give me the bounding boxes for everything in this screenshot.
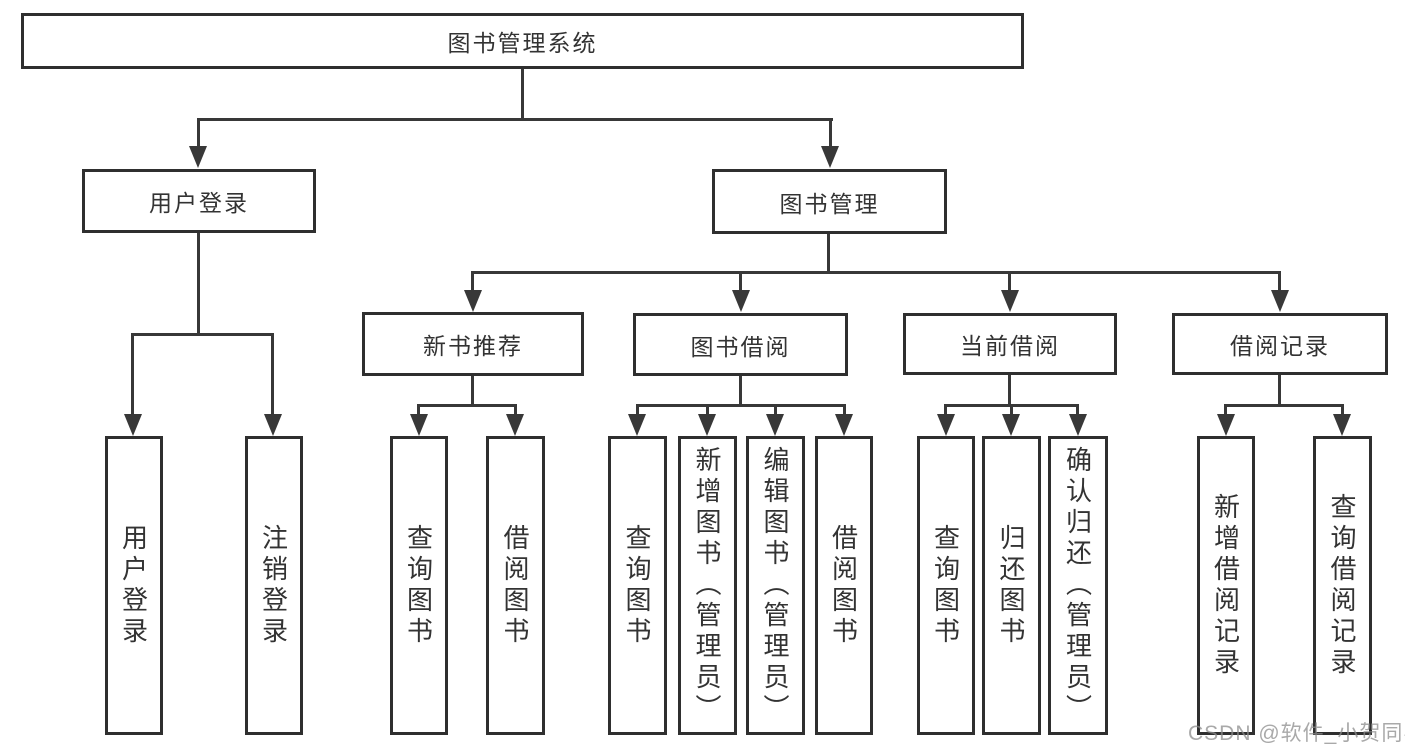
leaf-borrow-books: 借阅图书	[815, 436, 873, 735]
arrowhead-down	[1001, 290, 1019, 312]
node-label: 新书推荐	[423, 333, 523, 359]
connector-drop-leaf	[1076, 404, 1079, 420]
arrowhead-down	[821, 146, 839, 168]
connector-new-book-rec-bus	[417, 404, 517, 407]
leaf-query-borrow-record: 查询借阅记录	[1313, 436, 1372, 735]
leaf-label: 新增图书（管理员）	[692, 446, 722, 725]
leaf-add-borrow-record: 新增借阅记录	[1197, 436, 1255, 735]
connector-borrow-records-stem	[1278, 375, 1281, 407]
connector-user-login-bus	[131, 333, 274, 336]
connector-root-bus	[198, 118, 833, 121]
node-book-borrowing: 图书借阅	[633, 313, 848, 376]
connector-root-stem	[521, 68, 524, 121]
leaf-label: 编辑图书（管理员）	[760, 446, 790, 725]
arrowhead-down	[1333, 414, 1351, 436]
connector-borrow-records-bus	[1224, 404, 1344, 407]
node-new-book-recommend: 新书推荐	[362, 312, 584, 376]
leaf-borrow-books-recommend: 借阅图书	[486, 436, 545, 735]
connector-drop-user-login	[197, 118, 200, 150]
connector-book-borrow-stem	[739, 376, 742, 407]
leaf-query-books-recommend: 查询图书	[390, 436, 448, 735]
node-borrowing-records: 借阅记录	[1172, 313, 1388, 375]
node-label: 用户登录	[149, 190, 249, 216]
leaf-label: 借阅图书	[828, 523, 859, 648]
connector-book-mgmt-stem	[827, 234, 830, 274]
csdn-watermark: CSDN @软件_小贺同学	[1188, 722, 1405, 745]
connector-drop-leaf	[417, 404, 420, 420]
leaf-user-login: 用户登录	[105, 436, 163, 735]
connector-drop-leaf	[1010, 404, 1013, 420]
connector-drop-book-borrow	[739, 271, 742, 295]
arrowhead-down	[628, 414, 646, 436]
connector-drop-leaf	[514, 404, 517, 420]
arrowhead-down	[835, 414, 853, 436]
arrowhead-down	[1271, 290, 1289, 312]
leaf-query-books-borrowing: 查询图书	[608, 436, 667, 735]
connector-drop-leaf	[1224, 404, 1227, 420]
node-label: 图书借阅	[690, 333, 791, 360]
leaf-label: 注销登录	[258, 523, 289, 648]
arrowhead-down	[766, 414, 784, 436]
connector-drop-leaf	[1341, 404, 1344, 420]
node-user-login-branch: 用户登录	[82, 169, 316, 233]
leaf-label: 查询图书	[930, 523, 961, 648]
connector-drop-leaf	[843, 404, 846, 420]
leaf-confirm-return-admin: 确认归还（管理员）	[1048, 436, 1108, 735]
arrowhead-down	[1217, 414, 1235, 436]
node-label: 图书管理	[779, 190, 880, 217]
arrowhead-down	[506, 414, 524, 436]
connector-book-borrow-bus	[636, 404, 846, 407]
leaf-label: 查询图书	[403, 523, 434, 648]
leaf-label: 查询借阅记录	[1327, 492, 1357, 679]
arrowhead-down	[264, 414, 282, 436]
leaf-logout: 注销登录	[245, 436, 303, 735]
leaf-edit-book-admin: 编辑图书（管理员）	[746, 436, 805, 735]
connector-drop-leaf	[706, 404, 709, 420]
node-book-management-branch: 图书管理	[712, 169, 947, 234]
connector-drop-new-book-rec	[471, 271, 474, 295]
connector-drop-leaf	[944, 404, 947, 420]
connector-drop-borrow-records	[1278, 271, 1281, 295]
arrowhead-down	[464, 290, 482, 312]
connector-new-book-rec-stem	[471, 375, 474, 407]
leaf-label: 确认归还（管理员）	[1062, 446, 1093, 725]
connector-user-login-stem	[197, 233, 200, 336]
arrowhead-down	[937, 414, 955, 436]
arrowhead-down	[124, 414, 142, 436]
arrowhead-down	[1002, 414, 1020, 436]
node-label: 当前借阅	[960, 333, 1060, 359]
leaf-return-book: 归还图书	[982, 436, 1041, 735]
node-label: 借阅记录	[1230, 333, 1330, 359]
arrowhead-down	[698, 414, 716, 436]
connector-drop-leaf	[131, 333, 134, 419]
leaf-label: 用户登录	[118, 523, 149, 648]
connector-drop-leaf	[774, 404, 777, 420]
connector-current-borrow-stem	[1008, 375, 1011, 407]
leaf-label: 借阅图书	[500, 523, 530, 648]
leaf-label: 新增借阅记录	[1210, 492, 1241, 679]
connector-book-mgmt-bus	[471, 271, 1281, 274]
leaf-label: 归还图书	[996, 523, 1026, 648]
arrowhead-down	[410, 414, 428, 436]
node-current-borrowing: 当前借阅	[903, 313, 1117, 375]
node-root-library-management-system: 图书管理系统	[21, 13, 1024, 69]
connector-drop-leaf	[271, 333, 274, 419]
arrowhead-down	[189, 146, 207, 168]
connector-drop-leaf	[636, 404, 639, 420]
node-label: 图书管理系统	[447, 30, 598, 56]
leaf-label: 查询图书	[622, 523, 652, 648]
arrowhead-down	[732, 290, 750, 312]
arrowhead-down	[1069, 414, 1087, 436]
leaf-query-books-current: 查询图书	[917, 436, 975, 735]
leaf-add-book-admin: 新增图书（管理员）	[678, 436, 737, 735]
connector-drop-book-mgmt	[829, 118, 832, 150]
connector-drop-current-borrow	[1008, 271, 1011, 295]
